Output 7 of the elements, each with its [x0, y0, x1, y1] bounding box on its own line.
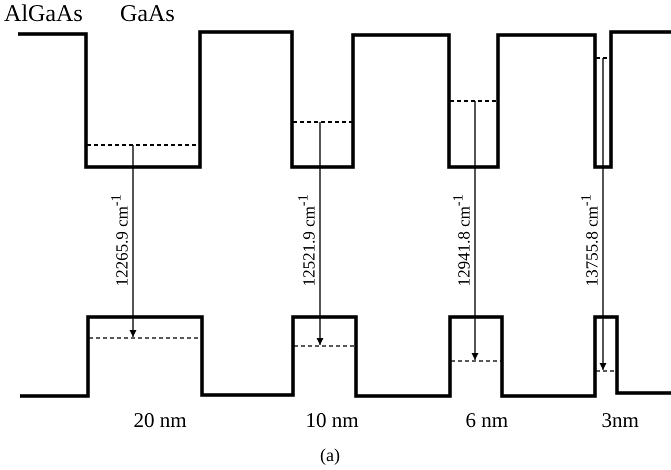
- well-width-label: 6 nm: [466, 410, 508, 430]
- material-label: GaAs: [120, 2, 175, 26]
- caption: (a): [320, 446, 340, 464]
- well-width-label: 20 nm: [134, 410, 187, 430]
- well-width-label: 10 nm: [306, 410, 359, 430]
- material-label: AlGaAs: [4, 2, 83, 26]
- well-width-label: 3nm: [602, 410, 639, 430]
